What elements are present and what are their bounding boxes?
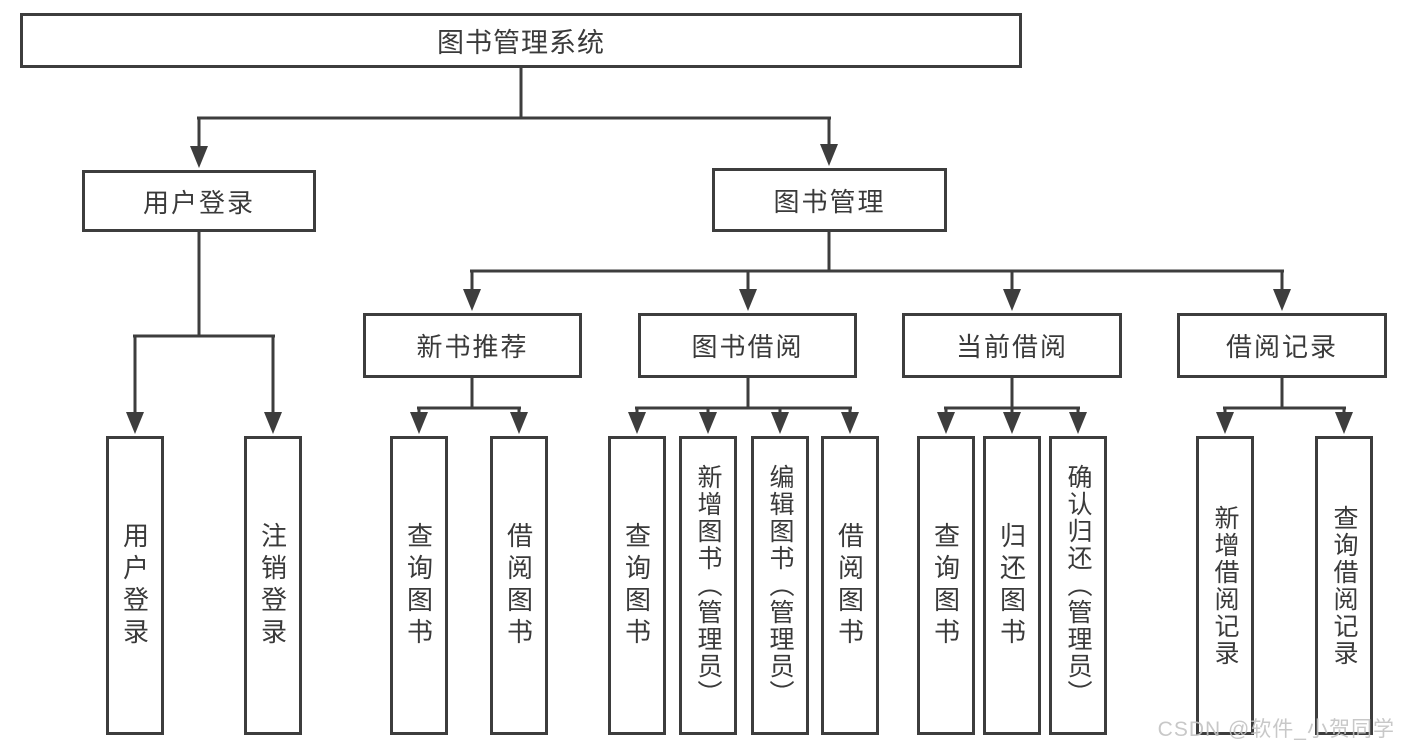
- leaf-add-book-admin: 新增图书（管理员）: [679, 436, 737, 735]
- node-user-login: 用户登录: [82, 170, 316, 232]
- leaf-edit-book-admin: 编辑图书（管理员）: [751, 436, 809, 735]
- node-book-management: 图书管理: [712, 168, 947, 232]
- node-label: 当前借阅: [955, 332, 1068, 362]
- leaf-label: 查询图书: [621, 521, 652, 650]
- node-label: 图书借阅: [691, 332, 804, 362]
- node-label: 借阅记录: [1225, 332, 1338, 362]
- node-root: 图书管理系统: [20, 13, 1022, 68]
- node-new-book-recommend: 新书推荐: [363, 313, 582, 378]
- leaf-label: 归还图书: [996, 521, 1027, 650]
- node-current-borrowing: 当前借阅: [902, 313, 1122, 378]
- leaf-label: 借阅图书: [834, 521, 865, 650]
- node-label: 图书管理: [773, 186, 886, 217]
- leaf-return-books: 归还图书: [983, 436, 1041, 735]
- leaf-user-login: 用户登录: [106, 436, 164, 735]
- leaf-label: 查询图书: [930, 521, 961, 650]
- csdn-watermark: CSDN @软件_小贺同学: [1157, 718, 1395, 741]
- leaf-add-borrow-record: 新增借阅记录: [1196, 436, 1254, 735]
- leaf-borrow-books: 借阅图书: [821, 436, 879, 735]
- leaf-label: 查询借阅记录: [1330, 504, 1358, 667]
- leaf-confirm-return-admin: 确认归还（管理员）: [1049, 436, 1107, 735]
- leaf-label: 借阅图书: [503, 521, 534, 650]
- leaf-label: 确认归还（管理员）: [1064, 464, 1092, 707]
- leaf-query-borrow-record: 查询借阅记录: [1315, 436, 1373, 735]
- node-book-borrowing: 图书借阅: [638, 313, 857, 378]
- leaf-label: 注销登录: [257, 521, 288, 650]
- leaf-label: 查询图书: [403, 521, 434, 650]
- node-label: 图书管理系统: [437, 28, 605, 58]
- leaf-logout: 注销登录: [244, 436, 302, 735]
- leaf-label: 用户登录: [119, 521, 150, 650]
- node-label: 用户登录: [142, 187, 255, 218]
- leaf-label: 新增图书（管理员）: [694, 464, 722, 707]
- leaf-query-books-borrow: 查询图书: [608, 436, 666, 735]
- node-label: 新书推荐: [416, 332, 529, 362]
- leaf-label: 编辑图书（管理员）: [766, 464, 794, 707]
- leaf-borrow-books-recommend: 借阅图书: [490, 436, 548, 735]
- leaf-query-books-recommend: 查询图书: [390, 436, 448, 735]
- leaf-label: 新增借阅记录: [1211, 504, 1239, 667]
- node-borrowing-records: 借阅记录: [1177, 313, 1387, 378]
- leaf-query-books-current: 查询图书: [917, 436, 975, 735]
